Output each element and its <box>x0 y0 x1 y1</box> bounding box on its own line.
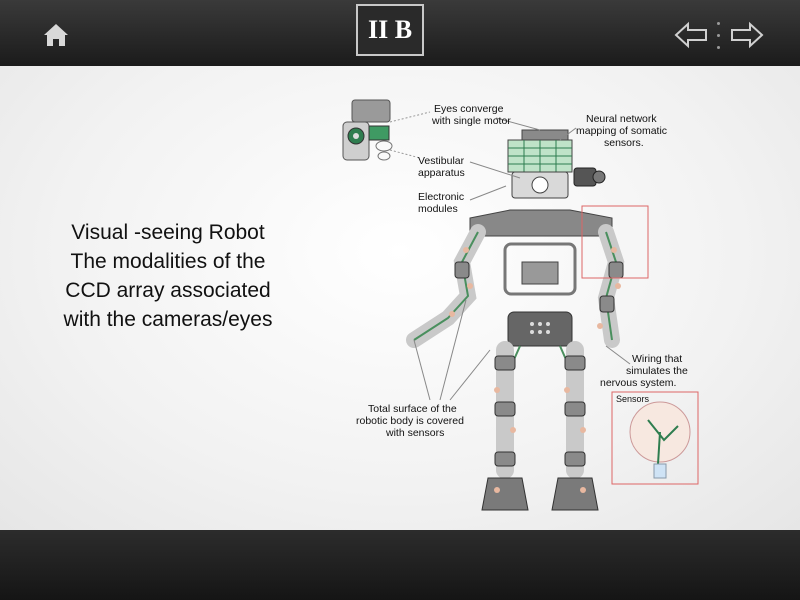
robot-diagram: Eyes converge with single motor Neural n… <box>330 92 710 522</box>
label-modules: modules <box>418 203 458 215</box>
label-nervous-system: nervous system. <box>600 377 676 389</box>
nav-dot <box>717 22 720 25</box>
robot-feet <box>482 478 598 510</box>
label-neural-network: Neural network <box>586 113 657 125</box>
body-line: Visual -seeing Robot <box>28 218 308 247</box>
bottom-bar <box>0 530 800 600</box>
eye-module <box>343 100 392 160</box>
home-icon <box>42 22 70 48</box>
label-eyes-converge: Eyes converge <box>434 103 504 115</box>
label-total-surface: Total surface of the <box>368 403 457 415</box>
top-bar: II B <box>0 0 800 66</box>
label-vestibular: Vestibular <box>418 155 465 167</box>
label-sensors: sensors. <box>604 137 644 149</box>
next-slide-button[interactable] <box>730 20 764 50</box>
label-single-motor: with single motor <box>431 115 511 127</box>
label-wiring: Wiring that <box>632 353 682 365</box>
slide-body-text: Visual -seeing Robot The modalities of t… <box>28 218 308 334</box>
robot-head <box>508 130 605 198</box>
label-apparatus: apparatus <box>418 167 465 179</box>
sensor-hand-inset <box>630 402 690 478</box>
home-button[interactable] <box>42 22 70 48</box>
nav-dot <box>717 46 720 49</box>
previous-slide-button[interactable] <box>674 20 708 50</box>
arrow-left-icon <box>674 20 708 50</box>
nav-dot <box>717 34 720 37</box>
arrow-right-icon <box>730 20 764 50</box>
body-line: The modalities of the <box>28 247 308 276</box>
slide-title: II B <box>356 4 424 56</box>
label-robotic-body: robotic body is covered <box>356 415 464 427</box>
body-line: with the cameras/eyes <box>28 305 308 334</box>
label-somatic-mapping: mapping of somatic <box>576 125 667 137</box>
label-simulates: simulates the <box>626 365 688 377</box>
label-sensors-inset: Sensors <box>616 394 650 404</box>
label-with-sensors: with sensors <box>385 427 444 439</box>
label-electronic: Electronic <box>418 191 464 203</box>
body-line: CCD array associated <box>28 276 308 305</box>
